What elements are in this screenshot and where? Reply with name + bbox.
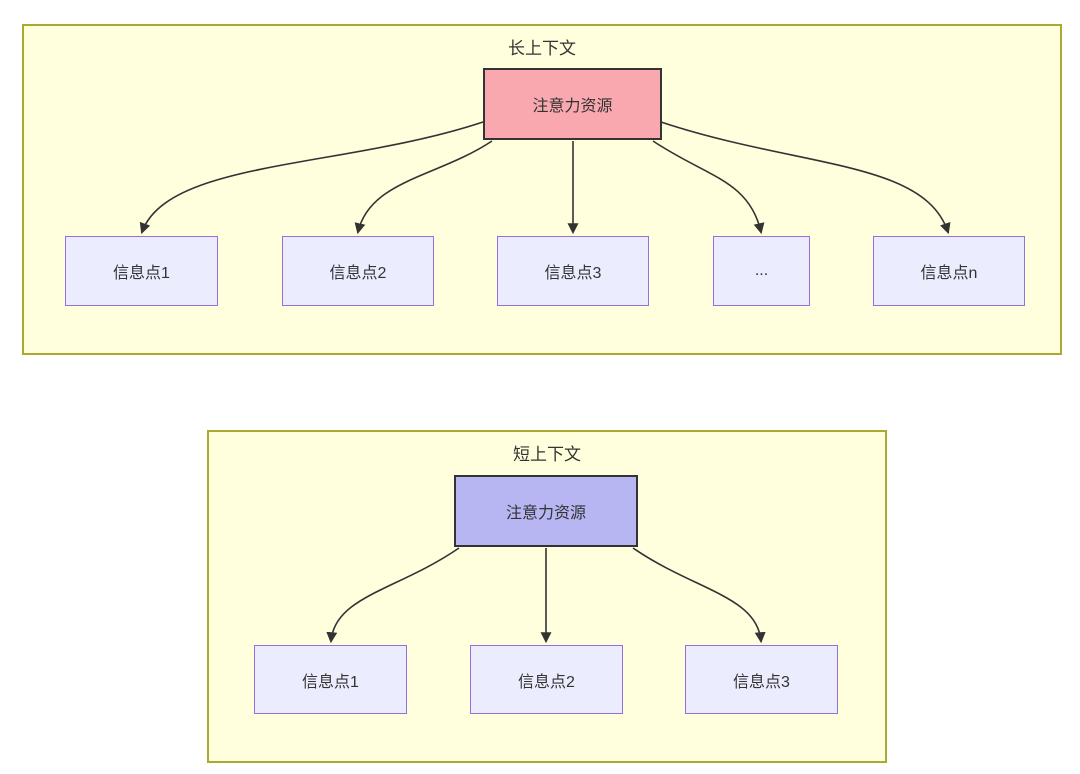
long-info-node-1: 信息点1 xyxy=(65,236,218,306)
long-info-node-ellipsis: ... xyxy=(713,236,810,306)
short-info-node-2: 信息点2 xyxy=(470,645,623,714)
short-info-node-3: 信息点3 xyxy=(685,645,838,714)
long-context-title: 长上下文 xyxy=(508,39,576,58)
short-info-node-1: 信息点1 xyxy=(254,645,407,714)
long-info-node-2: 信息点2 xyxy=(282,236,434,306)
short-context-title: 短上下文 xyxy=(513,445,581,464)
short-attention-box: 注意力资源 xyxy=(454,475,638,547)
long-attention-box: 注意力资源 xyxy=(483,68,662,140)
long-info-node-3: 信息点3 xyxy=(497,236,649,306)
long-info-node-n: 信息点n xyxy=(873,236,1025,306)
